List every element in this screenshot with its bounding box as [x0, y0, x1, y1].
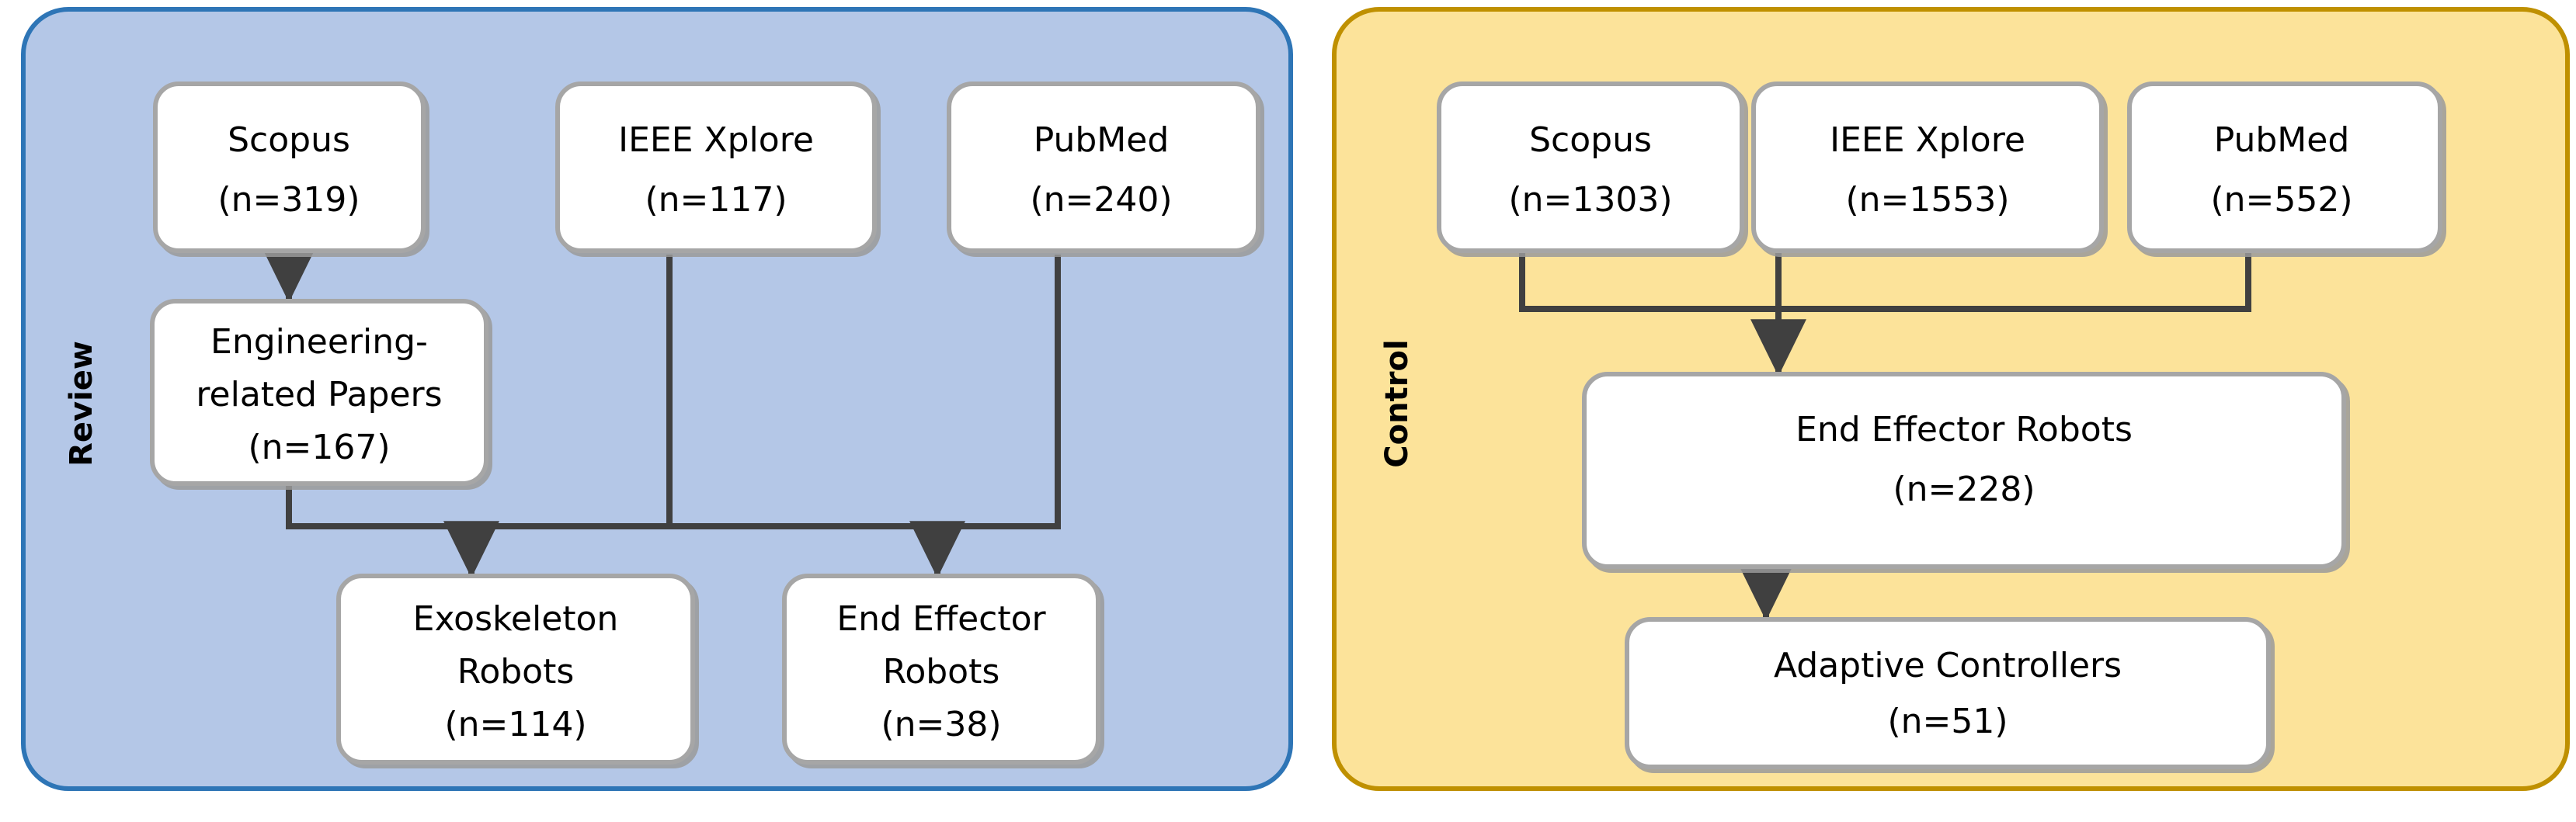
- node-review-engineering-box[interactable]: [150, 299, 488, 486]
- node-review-exoskeleton-line1: Exoskeleton: [413, 599, 619, 639]
- panel-control-connectors: [1519, 252, 2251, 621]
- node-control-scopus[interactable]: Scopus (n=1303): [1437, 82, 1744, 253]
- node-review-exoskeleton-line2: Robots: [457, 652, 575, 692]
- node-review-ieee-box[interactable]: [555, 82, 877, 253]
- node-control-ieee-box[interactable]: [1751, 82, 2104, 253]
- node-review-scopus[interactable]: Scopus (n=319): [153, 82, 426, 253]
- node-review-pubmed-count: (n=240): [1030, 180, 1172, 220]
- node-control-adaptive-count: (n=51): [1887, 702, 2008, 741]
- node-review-scopus-box[interactable]: [153, 82, 426, 253]
- node-review-pubmed-box[interactable]: [947, 82, 1260, 253]
- node-review-engineering-count: (n=167): [248, 428, 390, 467]
- node-control-pubmed[interactable]: PubMed (n=552): [2127, 82, 2442, 253]
- node-control-pubmed-count: (n=552): [2210, 180, 2352, 220]
- node-control-endeffector[interactable]: End Effector Robots (n=228): [1582, 372, 2346, 569]
- node-review-scopus-name: Scopus: [228, 120, 350, 160]
- node-review-exoskeleton-count: (n=114): [444, 705, 586, 744]
- node-control-ieee-name: IEEE Xplore: [1830, 120, 2025, 160]
- panel-review-connectors: [261, 245, 1061, 578]
- panel-control-label: Control: [1379, 339, 1415, 467]
- node-control-pubmed-box[interactable]: [2127, 82, 2442, 253]
- node-control-endeffector-count: (n=228): [1893, 470, 2035, 509]
- node-control-pubmed-name: PubMed: [2214, 120, 2350, 160]
- node-review-ieee[interactable]: IEEE Xplore (n=117): [555, 82, 877, 253]
- node-control-adaptive[interactable]: Adaptive Controllers (n=51): [1625, 617, 2271, 769]
- node-review-exoskeleton[interactable]: Exoskeleton Robots (n=114): [336, 574, 695, 765]
- node-review-endeffector[interactable]: End Effector Robots (n=38): [782, 574, 1100, 765]
- node-control-scopus-count: (n=1303): [1508, 180, 1672, 220]
- node-review-ieee-count: (n=117): [645, 180, 787, 220]
- node-control-ieee[interactable]: IEEE Xplore (n=1553): [1751, 82, 2104, 253]
- node-control-adaptive-box[interactable]: [1625, 617, 2271, 769]
- node-control-scopus-name: Scopus: [1529, 120, 1652, 160]
- node-control-endeffector-box[interactable]: [1582, 372, 2346, 569]
- node-review-engineering-line1: Engineering-: [210, 322, 428, 362]
- node-review-endeffector-box[interactable]: [782, 574, 1100, 765]
- node-review-pubmed-name: PubMed: [1034, 120, 1170, 160]
- node-control-adaptive-line1: Adaptive Controllers: [1774, 646, 2122, 685]
- node-review-ieee-name: IEEE Xplore: [618, 120, 814, 160]
- panel-review: Review Scopus (n=319) IEEE: [21, 7, 1293, 791]
- node-review-endeffector-line2: Robots: [883, 652, 1000, 692]
- node-control-endeffector-line1: End Effector Robots: [1796, 410, 2133, 449]
- panel-control: Control Scopus (n=1303) IEEE Xplore (n=1…: [1332, 7, 2570, 791]
- node-control-ieee-count: (n=1553): [1845, 180, 2009, 220]
- node-review-engineering-line2: related Papers: [196, 375, 442, 414]
- node-review-exoskeleton-box[interactable]: [336, 574, 695, 765]
- panel-review-label: Review: [64, 341, 99, 466]
- node-review-pubmed[interactable]: PubMed (n=240): [947, 82, 1260, 253]
- node-control-scopus-box[interactable]: [1437, 82, 1744, 253]
- node-review-engineering[interactable]: Engineering- related Papers (n=167): [150, 299, 488, 486]
- node-review-endeffector-count: (n=38): [881, 705, 1001, 744]
- node-review-scopus-count: (n=319): [217, 180, 360, 220]
- node-review-endeffector-line1: End Effector: [836, 599, 1046, 639]
